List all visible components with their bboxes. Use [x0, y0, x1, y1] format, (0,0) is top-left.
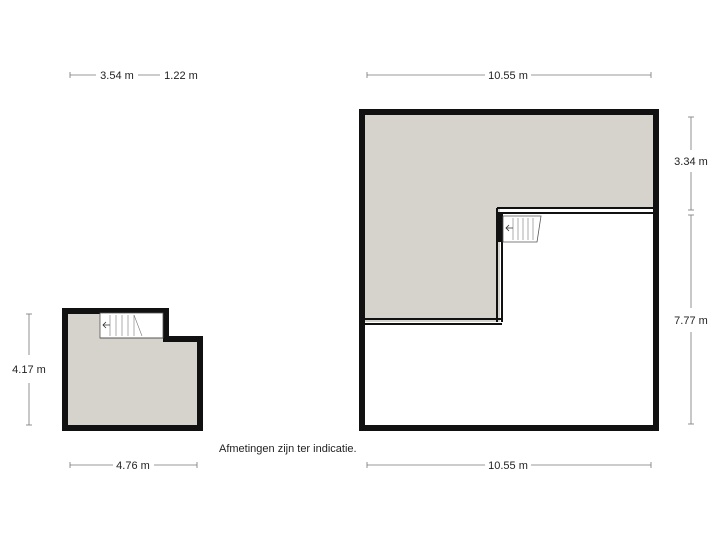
dimension-small-top-b-label: 1.22 m — [164, 70, 198, 82]
dimension-small-top: 3.54 m 1.22 m — [69, 70, 198, 82]
dimension-large-right-lower-label: 7.77 m — [674, 315, 708, 327]
dimension-large-top-label: 10.55 m — [488, 70, 528, 82]
dimension-small-left-label: 4.17 m — [12, 364, 46, 376]
dimension-small-left: 4.17 m — [12, 313, 46, 426]
dimension-large-right-upper-label: 3.34 m — [674, 156, 708, 168]
small-floor-walls — [62, 308, 203, 431]
stairs-icon — [502, 215, 542, 243]
disclaimer-note: Afmetingen zijn ter indicatie. — [219, 443, 357, 455]
dimension-large-bottom: 10.55 m — [366, 460, 652, 472]
dimension-large-right: 3.34 m 7.77 m — [674, 116, 708, 425]
large-floor-plan — [359, 109, 659, 431]
stairs-icon — [99, 312, 164, 339]
dimension-small-top-a-label: 3.54 m — [100, 70, 134, 82]
dimension-small-bottom-label: 4.76 m — [116, 460, 150, 472]
large-inner-walls — [363, 207, 653, 325]
large-floor-area — [363, 113, 653, 322]
large-outer-walls — [359, 109, 659, 431]
dimension-small-bottom: 4.76 m — [69, 460, 198, 472]
small-floor-plan — [62, 308, 203, 431]
dimension-large-bottom-label: 10.55 m — [488, 460, 528, 472]
dimension-large-top: 10.55 m — [366, 70, 652, 82]
